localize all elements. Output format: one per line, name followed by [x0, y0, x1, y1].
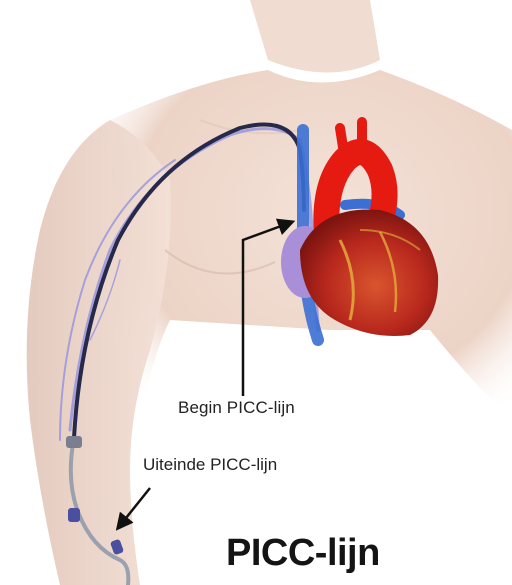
begin-label: Begin PICC-lijn [178, 398, 295, 418]
diagram-title: PICC-lijn [226, 532, 380, 575]
tip-label: Uiteinde PICC-lijn [143, 455, 277, 475]
